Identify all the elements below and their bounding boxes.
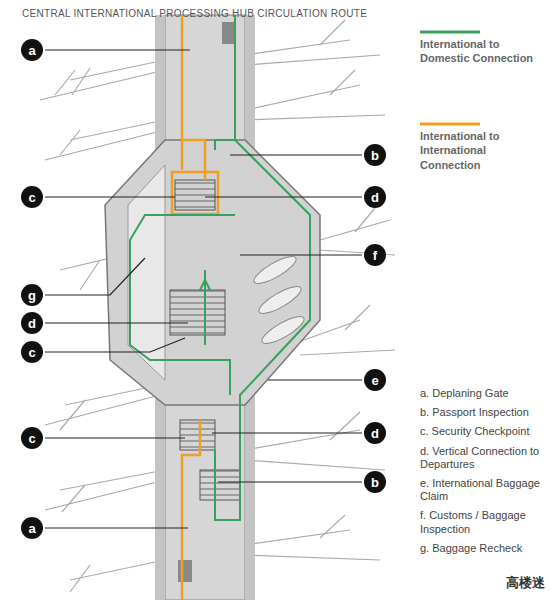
key-entry: g. Baggage Recheck [420,542,545,555]
callout-circle: c [21,186,43,208]
callout-letter: b [371,149,379,162]
callout-circle: c [21,427,43,449]
checkpoint-bottom [180,420,215,450]
callout-circle: d [364,186,386,208]
callout-letter: c [28,432,35,445]
legend-entry: International to International Connectio… [420,122,545,172]
callout-circle: g [21,284,43,306]
callout-letter: f [373,249,377,262]
callout-letter: d [371,427,379,440]
core [178,560,192,582]
callout-letter: c [28,346,35,359]
callout-circle: f [364,244,386,266]
callout-circle: d [364,422,386,444]
core [222,22,236,44]
callout-circle: b [364,471,386,493]
legend-line-sample [420,30,480,34]
leader-lines [45,50,362,528]
callout-letter: g [28,289,36,302]
callout-letter: d [371,191,379,204]
diagram-title: CENTRAL INTERNATIONAL PROCESSING HUB CIR… [22,8,367,19]
callout-letter: a [28,522,35,535]
route-arrow [200,280,210,290]
callout-circle: a [21,39,43,61]
intl-intl-route [182,15,205,180]
baggage-carousels [251,252,308,348]
legend-entry: International to Domestic Connection [420,30,545,66]
legend-line-sample [420,122,480,126]
key-entry: e. International Baggage Claim [420,477,545,503]
checkpoint-top [175,180,215,210]
passport-bottom [200,470,240,500]
key-entry: b. Passport Inspection [420,406,545,419]
callout-letter: d [28,317,36,330]
callout-circle: e [364,369,386,391]
processing-hub [105,140,320,405]
callout-circle: d [21,312,43,334]
legend-label: International to Domestic Connection [420,37,545,66]
callout-circle: c [21,341,43,363]
watermark: 高楼迷 [506,574,545,592]
intl-intl-route [182,420,200,600]
intl-intl-route [172,172,218,214]
callout-letter: e [371,374,378,387]
callout-circle: a [21,517,43,539]
key-entry: d. Vertical Connection to Departures [420,445,545,471]
legend-label: International to International Connectio… [420,129,545,172]
key-entry: c. Security Checkpoint [420,425,545,438]
callout-letter: b [371,476,379,489]
callout-letter: c [28,191,35,204]
callout-circle: b [364,144,386,166]
key-entry: f. Customs / Baggage Inspection [420,509,545,535]
callout-letter: a [28,44,35,57]
intl-dom-route [130,15,310,520]
key-entry: a. Deplaning Gate [420,387,545,400]
checkpoint-center [170,290,225,335]
